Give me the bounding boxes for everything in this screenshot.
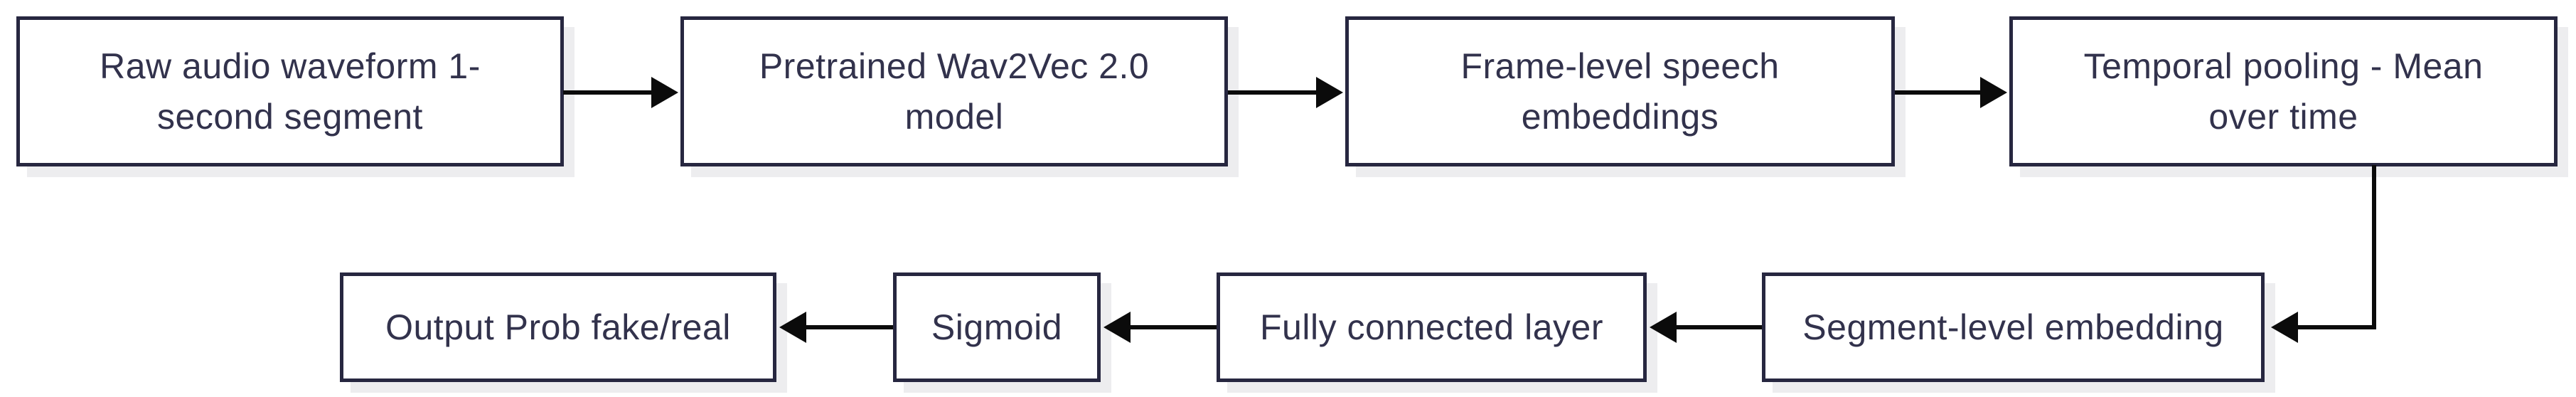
arrow-line bbox=[1895, 90, 1980, 95]
node-wav2vec: Pretrained Wav2Vec 2.0 model bbox=[680, 16, 1228, 166]
arrowhead-left-icon bbox=[779, 312, 806, 343]
arrow-line bbox=[1131, 325, 1217, 329]
arrowhead-right-icon bbox=[1980, 77, 2007, 108]
node-raw-audio: Raw audio waveform 1- second segment bbox=[16, 16, 564, 166]
arrow-line bbox=[563, 90, 651, 95]
node-output: Output Prob fake/real bbox=[340, 272, 776, 382]
arrowhead-right-icon bbox=[651, 77, 678, 108]
node-fully-connected: Fully connected layer bbox=[1217, 272, 1647, 382]
node-label: Output Prob fake/real bbox=[385, 307, 731, 347]
node-label: Sigmoid bbox=[931, 307, 1063, 347]
node-label: Segment-level embedding bbox=[1802, 307, 2224, 347]
arrowhead-left-icon bbox=[1650, 312, 1677, 343]
node-sigmoid: Sigmoid bbox=[893, 272, 1101, 382]
node-label: Pretrained Wav2Vec 2.0 model bbox=[759, 46, 1150, 137]
node-label: Frame-level speech embeddings bbox=[1460, 46, 1780, 137]
node-frame-embeddings: Frame-level speech embeddings bbox=[1345, 16, 1895, 166]
node-label: Temporal pooling - Mean over time bbox=[2083, 46, 2484, 137]
node-label: Raw audio waveform 1- second segment bbox=[100, 46, 481, 137]
node-label: Fully connected layer bbox=[1260, 307, 1603, 347]
arrowhead-left-icon bbox=[2271, 312, 2298, 343]
arrow-line bbox=[1677, 325, 1762, 329]
arrowhead-left-icon bbox=[1103, 312, 1131, 343]
arrow-line-vertical bbox=[2372, 165, 2376, 329]
arrow-line bbox=[1228, 90, 1316, 95]
arrow-line bbox=[2298, 325, 2376, 329]
arrowhead-right-icon bbox=[1316, 77, 1343, 108]
node-temporal-pooling: Temporal pooling - Mean over time bbox=[2009, 16, 2558, 166]
arrow-line bbox=[806, 325, 893, 329]
node-segment-embedding: Segment-level embedding bbox=[1762, 272, 2265, 382]
